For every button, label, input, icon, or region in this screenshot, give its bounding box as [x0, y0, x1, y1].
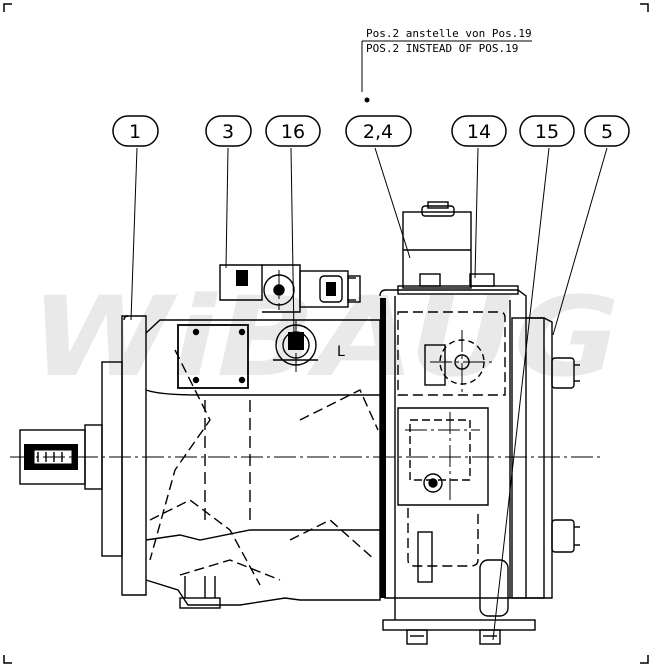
- svg-text:14: 14: [467, 121, 491, 143]
- balloon-14: 14: [451, 115, 507, 147]
- note-leader-dot: [364, 97, 370, 103]
- balloon-16: 16: [265, 115, 321, 147]
- balloon-2-4: 2,4: [345, 115, 412, 147]
- center-lines: [10, 270, 600, 500]
- balloon-1: 1: [112, 115, 159, 147]
- svg-text:15: 15: [535, 121, 559, 143]
- note-line-en: POS.2 INSTEAD OF POS.19: [366, 42, 518, 55]
- balloon-15: 15: [519, 115, 575, 147]
- frame-corner-marks: [3, 3, 649, 664]
- leader-lines: [130, 147, 608, 641]
- balloon-3: 3: [205, 115, 252, 147]
- watermark-logo: WiBAUG: [30, 273, 620, 401]
- revision-note: Pos.2 anstelle von Pos.19 POS.2 INSTEAD …: [361, 27, 532, 103]
- svg-text:2,4: 2,4: [363, 121, 393, 143]
- svg-text:3: 3: [222, 121, 234, 143]
- note-line-de: Pos.2 anstelle von Pos.19: [366, 27, 532, 40]
- svg-text:1: 1: [129, 121, 141, 143]
- svg-text:16: 16: [281, 121, 305, 143]
- pump-outline: [19, 201, 580, 645]
- balloon-5: 5: [584, 115, 630, 147]
- svg-text:5: 5: [601, 121, 613, 143]
- port-label-l: L: [337, 344, 345, 360]
